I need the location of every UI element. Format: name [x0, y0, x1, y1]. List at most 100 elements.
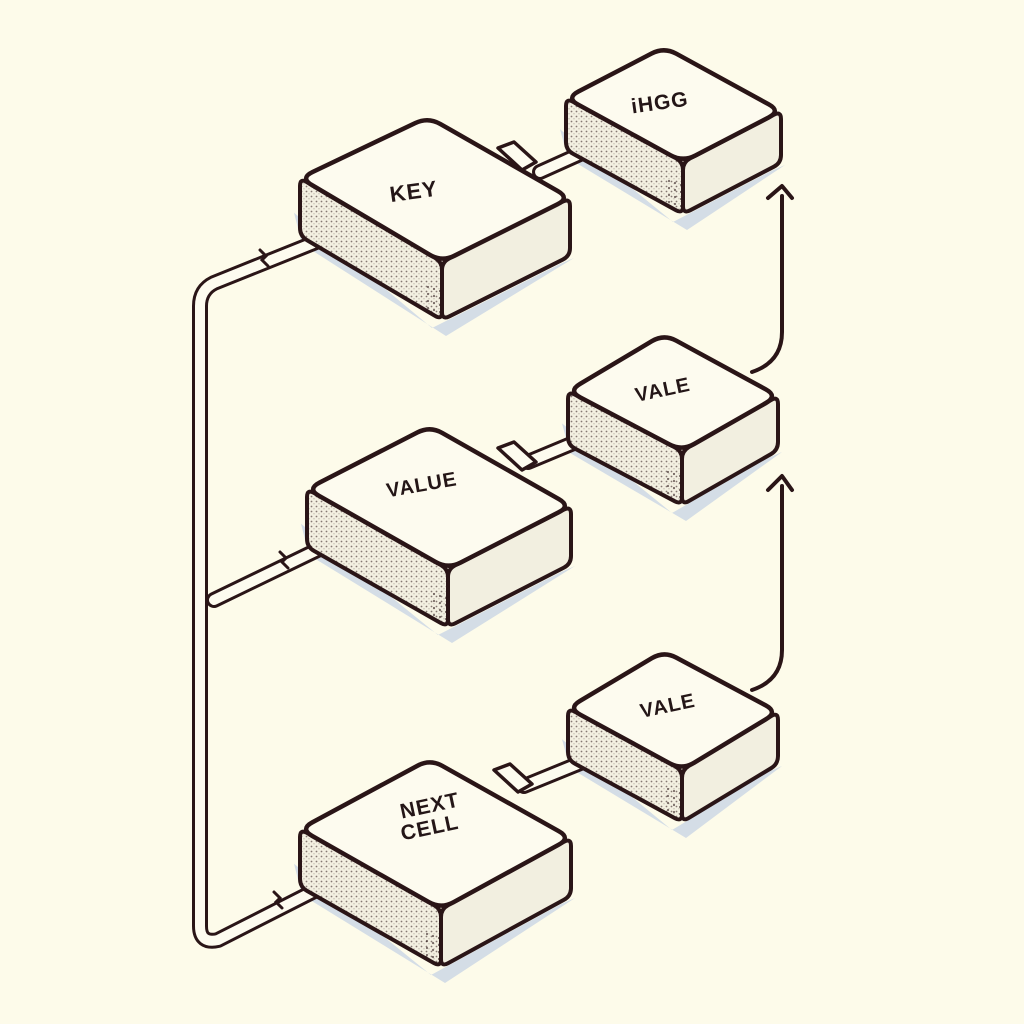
- texture-dot: [438, 296, 442, 300]
- texture-dot: [432, 606, 436, 610]
- texture-dot: [425, 946, 429, 950]
- texture-dot: [444, 617, 448, 621]
- arrow-vale-mid-to-ihgg: [750, 194, 784, 374]
- arrowhead-vale-mid: [766, 474, 794, 492]
- texture-dot: [432, 294, 436, 298]
- texture-dot: [672, 493, 676, 497]
- block-top-face: [303, 760, 568, 908]
- block-top-face: [310, 427, 568, 568]
- texture-dot: [432, 308, 436, 312]
- block-shadow: [294, 212, 574, 336]
- texture-dot: [437, 950, 441, 954]
- block-shadow: [560, 129, 785, 230]
- block-shadow: [562, 423, 782, 521]
- pipe-break-mark: [272, 890, 284, 910]
- block-vale-mid: VALE: [566, 335, 780, 505]
- texture-dot: [678, 495, 682, 499]
- texture-dot: [425, 932, 429, 936]
- block-top-face: [303, 117, 567, 261]
- texture-dot: [438, 289, 442, 293]
- block-shadow: [301, 523, 575, 643]
- texture-dot: [678, 791, 682, 795]
- texture-dot: [438, 608, 442, 612]
- texture-dot: [666, 801, 670, 805]
- texture-dot: [666, 491, 670, 495]
- texture-dot: [667, 193, 671, 197]
- texture-dot: [437, 957, 441, 961]
- pipe-next-cell-to-key-inner: [195, 229, 341, 946]
- texture-dot: [438, 303, 442, 307]
- texture-dot: [432, 592, 436, 596]
- texture-dot: [425, 953, 429, 957]
- texture-dot: [666, 787, 670, 791]
- texture-dot: [679, 204, 683, 208]
- texture-dot: [679, 190, 683, 194]
- texture-dot: [425, 939, 429, 943]
- texture-dot: [673, 202, 677, 206]
- texture-dot: [444, 610, 448, 614]
- texture-dot: [444, 603, 448, 607]
- texture-dot: [678, 805, 682, 809]
- texture-dot: [431, 948, 435, 952]
- pipe-break-mark: [278, 550, 290, 570]
- texture-dot: [437, 943, 441, 947]
- texture-dot: [432, 287, 436, 291]
- texture-dot: [431, 934, 435, 938]
- texture-dot: [679, 197, 683, 201]
- texture-dot: [667, 186, 671, 190]
- texture-dot: [666, 484, 670, 488]
- texture-dot: [426, 299, 430, 303]
- arrowhead-ihgg: [766, 184, 794, 200]
- texture-dot: [438, 615, 442, 619]
- texture-dot: [678, 798, 682, 802]
- block-shadow: [562, 739, 782, 838]
- texture-dot: [438, 594, 442, 598]
- block-ihgg: iHGG: [564, 48, 783, 214]
- arrow-vale-bottom-to-vale-mid: [750, 484, 784, 692]
- texture-dot: [437, 936, 441, 940]
- texture-dot: [667, 200, 671, 204]
- connector-flange-key: [496, 140, 538, 172]
- texture-dot: [426, 285, 430, 289]
- texture-dot: [672, 472, 676, 476]
- connector-flange-next-cell: [492, 762, 534, 794]
- texture-dot: [672, 789, 676, 793]
- texture-dot: [431, 941, 435, 945]
- block-top-face: [571, 335, 775, 450]
- texture-dot: [678, 474, 682, 478]
- block-shadow: [294, 863, 575, 983]
- texture-dot: [673, 181, 677, 185]
- texture-dot: [426, 306, 430, 310]
- texture-dot: [672, 810, 676, 814]
- texture-dot: [678, 488, 682, 492]
- texture-dot: [432, 613, 436, 617]
- texture-dot: [438, 310, 442, 314]
- texture-dot: [678, 481, 682, 485]
- texture-dot: [672, 486, 676, 490]
- texture-dot: [672, 796, 676, 800]
- texture-dot: [432, 301, 436, 305]
- texture-dot: [432, 599, 436, 603]
- texture-dot: [431, 955, 435, 959]
- texture-dot: [679, 183, 683, 187]
- texture-dot: [666, 808, 670, 812]
- pipe-break-mark: [258, 248, 270, 268]
- texture-dot: [673, 195, 677, 199]
- texture-dot: [438, 601, 442, 605]
- texture-dot: [667, 179, 671, 183]
- block-value: VALUE: [305, 427, 573, 627]
- block-top-face: [569, 48, 778, 161]
- block-top-face: [571, 652, 775, 769]
- texture-dot: [672, 803, 676, 807]
- block-key: KEY: [298, 117, 572, 320]
- texture-dot: [666, 477, 670, 481]
- texture-dot: [672, 479, 676, 483]
- texture-dot: [444, 596, 448, 600]
- block-vale-bottom: VALE: [566, 652, 780, 822]
- texture-dot: [666, 794, 670, 798]
- connector-flange-value: [496, 440, 538, 472]
- texture-dot: [666, 470, 670, 474]
